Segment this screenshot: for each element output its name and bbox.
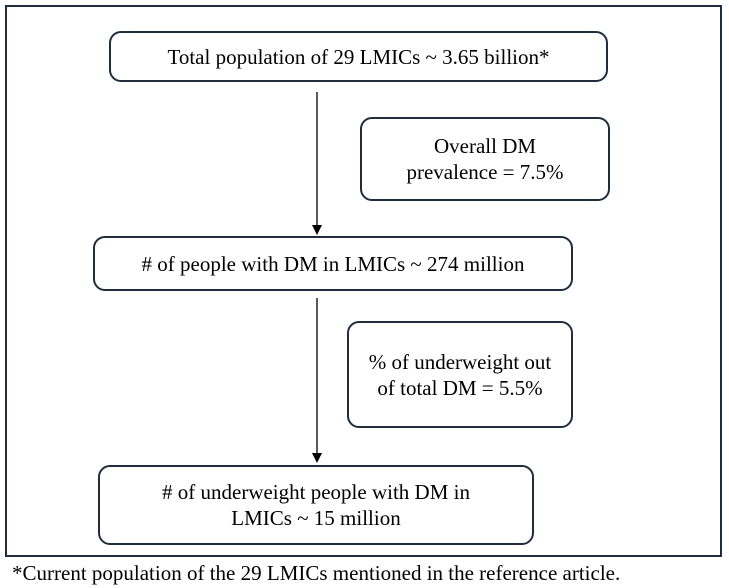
underweight-percent-text: % of underweight out of total DM = 5.5% bbox=[368, 349, 552, 400]
total-population-text: Total population of 29 LMICs ~ 3.65 bill… bbox=[167, 44, 550, 69]
underweight-people-box: # of underweight people with DM in LMICs… bbox=[98, 465, 534, 545]
people-with-dm-box: # of people with DM in LMICs ~ 274 milli… bbox=[93, 236, 573, 291]
total-population-box: Total population of 29 LMICs ~ 3.65 bill… bbox=[109, 31, 608, 82]
prevalence-text: Overall DM prevalence = 7.5% bbox=[406, 134, 564, 184]
footnote: *Current population of the 29 LMICs ment… bbox=[12, 561, 621, 585]
underweight-people-text: # of underweight people with DM in LMICs… bbox=[162, 480, 470, 530]
diagram-frame bbox=[5, 5, 722, 557]
underweight-percent-box: % of underweight out of total DM = 5.5% bbox=[347, 321, 573, 428]
people-with-dm-text: # of people with DM in LMICs ~ 274 milli… bbox=[141, 251, 525, 276]
prevalence-box: Overall DM prevalence = 7.5% bbox=[360, 117, 610, 201]
